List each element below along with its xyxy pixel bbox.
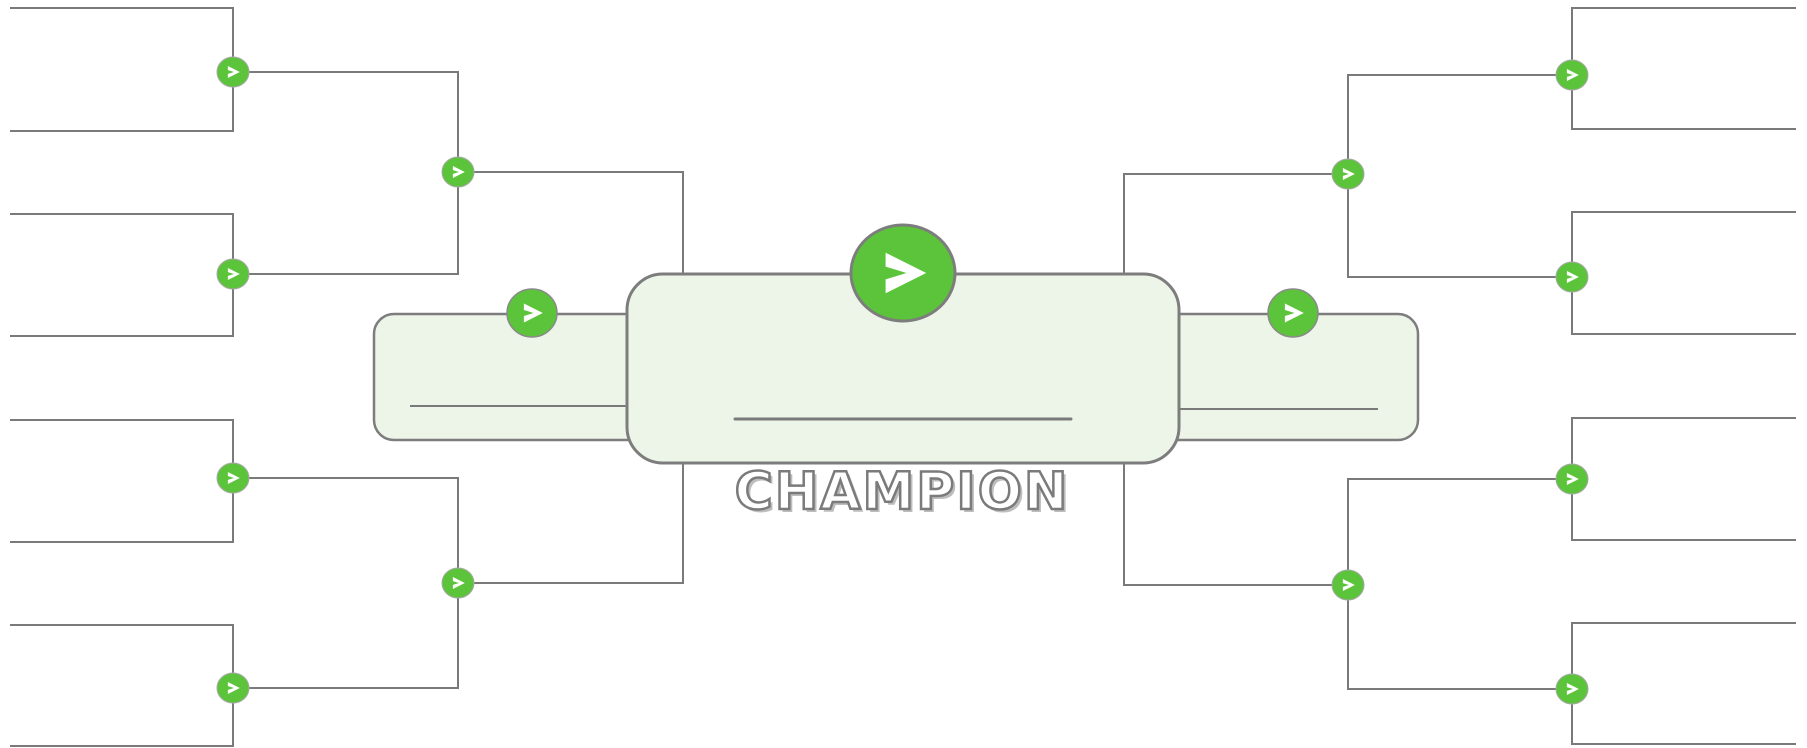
- right-r2-pair-2: [1347, 478, 1572, 690]
- right-r3-connector-bottom: [1123, 463, 1348, 586]
- right-r2-pair-1: [1347, 74, 1572, 278]
- champion-title: CHAMPION: [733, 461, 1070, 524]
- advance-arrow-icon[interactable]: [1267, 288, 1319, 338]
- right-r1-pair-1: [1571, 7, 1796, 130]
- left-r3-connector-top: [458, 171, 684, 273]
- advance-arrow-icon[interactable]: [1555, 463, 1589, 495]
- advance-arrow-icon[interactable]: [1331, 158, 1365, 190]
- advance-arrow-icon[interactable]: [216, 462, 250, 494]
- left-r1-pair-3: [10, 419, 234, 543]
- left-r1-pair-2: [10, 213, 234, 337]
- left-r3-connector-bottom: [458, 463, 684, 584]
- advance-arrow-icon[interactable]: [849, 223, 957, 323]
- advance-arrow-icon[interactable]: [1555, 59, 1589, 91]
- advance-arrow-icon[interactable]: [506, 288, 558, 338]
- advance-badges: [216, 56, 1589, 705]
- advance-arrow-icon[interactable]: [1331, 569, 1365, 601]
- advance-arrow-icon[interactable]: [216, 672, 250, 704]
- right-r1-pair-4: [1571, 622, 1796, 745]
- advance-arrow-icon[interactable]: [216, 56, 250, 88]
- advance-arrow-icon[interactable]: [441, 156, 475, 188]
- right-r1-pair-2: [1571, 211, 1796, 335]
- right-r3-connector-top: [1123, 173, 1348, 273]
- left-r1-pair-4: [10, 624, 234, 747]
- advance-arrow-icon[interactable]: [216, 258, 250, 290]
- left-finalist-panel[interactable]: [372, 312, 656, 442]
- advance-arrow-icon[interactable]: [1555, 261, 1589, 293]
- advance-arrow-icon[interactable]: [1555, 673, 1589, 705]
- advance-arrow-icon[interactable]: [441, 567, 475, 599]
- left-r2-pair-2: [233, 477, 459, 689]
- left-r2-pair-1: [233, 71, 459, 275]
- right-r1-pair-3: [1571, 417, 1796, 541]
- left-r1-pair-1: [10, 7, 234, 132]
